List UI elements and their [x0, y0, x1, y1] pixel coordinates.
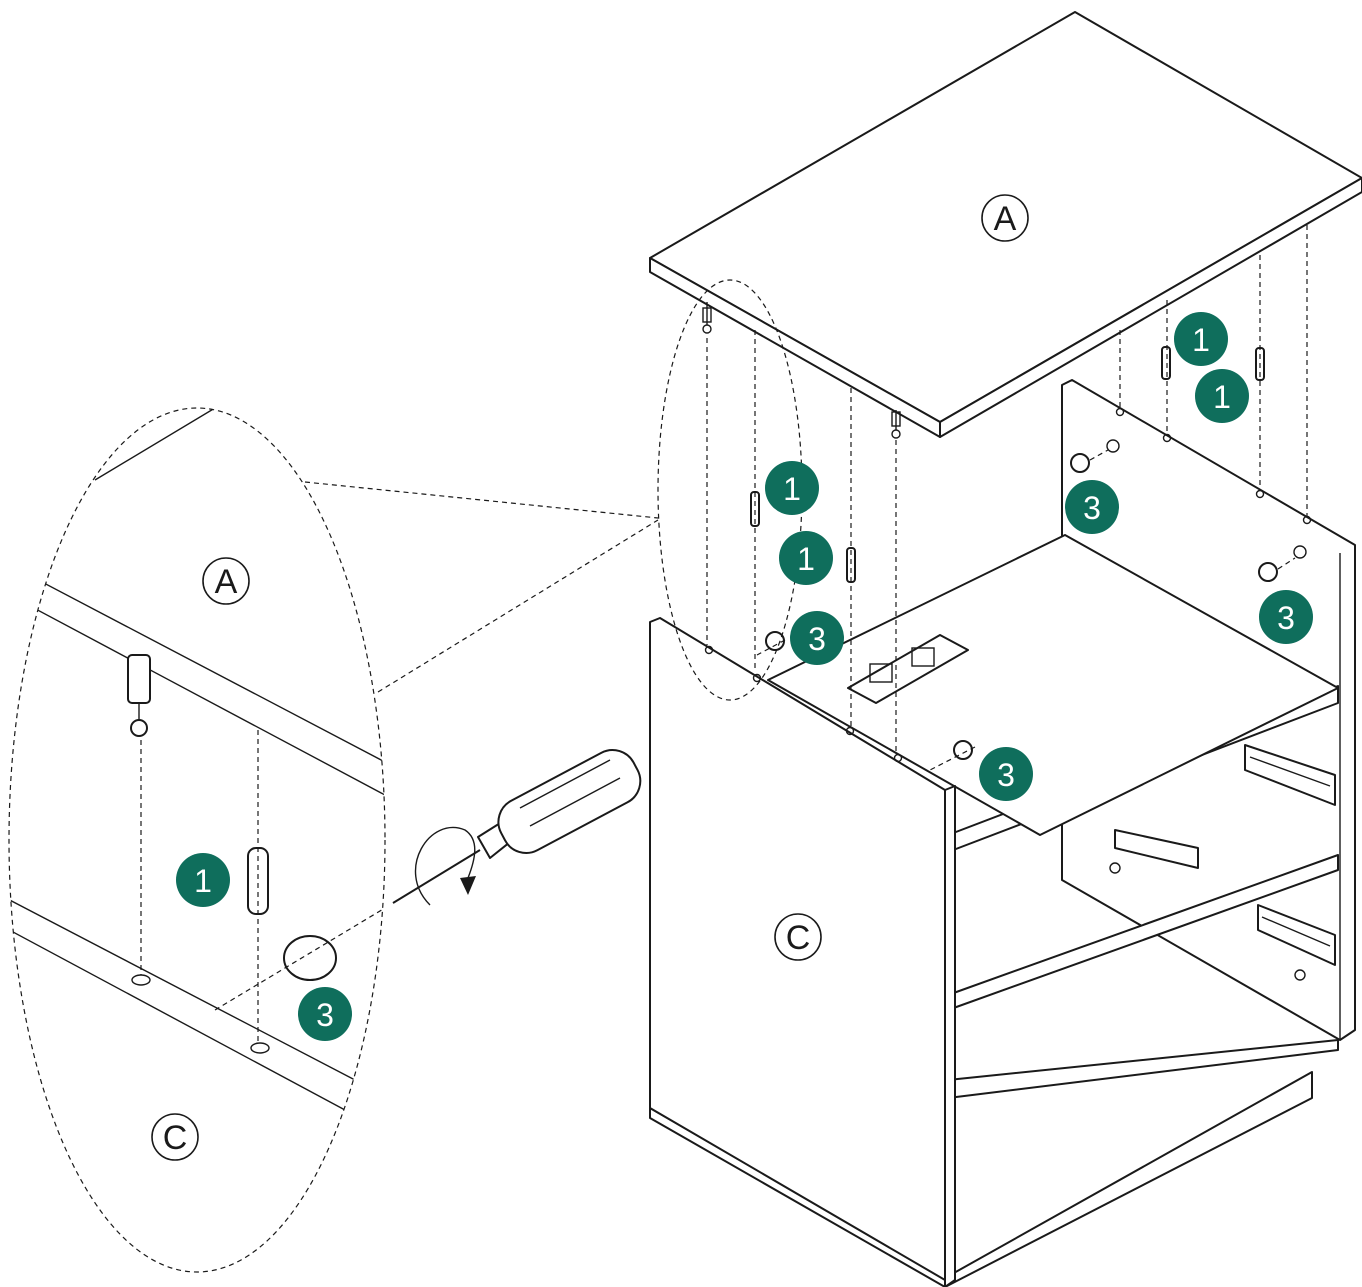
svg-text:1: 1: [1213, 379, 1231, 415]
svg-text:A: A: [215, 563, 238, 601]
cam-callout: 3: [1259, 590, 1313, 644]
svg-text:C: C: [786, 919, 811, 957]
detail-dowel-callout: 1: [176, 853, 230, 907]
svg-text:3: 3: [1277, 600, 1295, 636]
svg-text:3: 3: [808, 621, 826, 657]
top-edge-holes: [704, 407, 1312, 763]
cam-callout: 3: [979, 747, 1033, 801]
svg-text:1: 1: [194, 863, 212, 899]
svg-text:1: 1: [783, 471, 801, 507]
detail-label-c: C: [151, 1113, 199, 1161]
detail-label-a: A: [202, 557, 250, 605]
cam-callout: 3: [790, 611, 844, 665]
drawer-slide-icon: [1114, 744, 1336, 966]
power-outlet-icon: [847, 634, 969, 704]
rotate-arrow-icon: [414, 827, 476, 906]
svg-text:1: 1: [797, 541, 815, 577]
svg-text:1: 1: [1192, 322, 1210, 358]
detail-view: [8, 407, 386, 1273]
dowel-callout: 1: [1195, 369, 1249, 423]
cam-callout: 3: [1065, 480, 1119, 534]
dowel-callout: 1: [765, 461, 819, 515]
panel-label-a: A: [981, 194, 1029, 242]
svg-text:C: C: [163, 1119, 188, 1157]
svg-text:3: 3: [316, 997, 334, 1033]
panel-label-c: C: [774, 913, 822, 961]
svg-text:A: A: [994, 200, 1017, 238]
cam-lock-icon: [765, 453, 1278, 760]
wooden-dowel-icon: [750, 346, 1265, 583]
cabinet-body: [649, 379, 1356, 1287]
cam-bolt-icon: [702, 302, 901, 439]
guide-lines: [304, 225, 1308, 771]
dowel-callout: 1: [779, 531, 833, 585]
detail-cam-callout: 3: [298, 987, 352, 1041]
svg-text:3: 3: [997, 757, 1015, 793]
svg-text:3: 3: [1083, 490, 1101, 526]
screwdriver-icon: [392, 749, 642, 904]
dowel-callout: 1: [1174, 312, 1228, 366]
